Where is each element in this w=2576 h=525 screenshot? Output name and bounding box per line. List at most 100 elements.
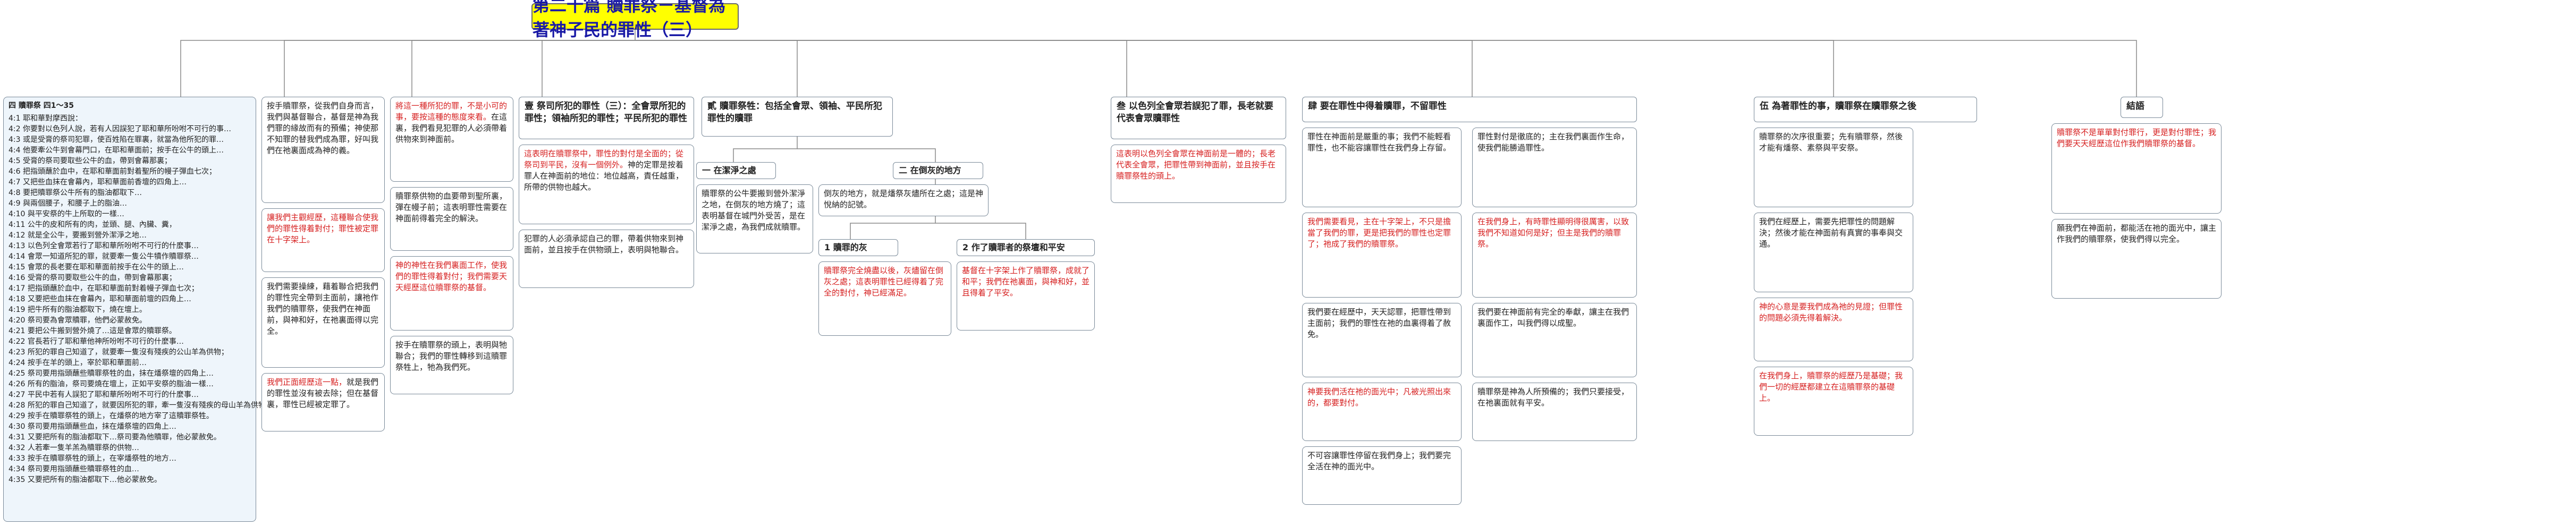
outline-line: 4:13 以色列全會眾若行了耶和華所吩咐不可行的什麼事… (9, 242, 199, 250)
link-root-h2 (635, 40, 798, 97)
outline-line: 4:29 按手在贖罪祭牲的頭上，在燔祭的地方宰了這贖罪祭牲。 (9, 412, 214, 420)
outline-line: 4:16 受膏的祭司要取些公牛的血，帶到會幕那裏； (9, 274, 176, 282)
section-4-heading: 肆 要在罪性中得着贖罪，不留罪性 (1302, 97, 1637, 122)
section-6-text-a: 贖罪祭不是單單對付罪行，更是對付罪性；我們要天天經歷這位作我們贖罪祭的基督。 (2057, 128, 2217, 148)
section-4-a-node-e: 不可容讓罪性停留在我們身上；我們要完全活在神的面光中。 (1302, 446, 1462, 505)
section-2-k2-node: 基督在十字架上作了贖罪祭，成就了和平；我們在祂裏面，與神和好，並且得着了平安。 (957, 261, 1095, 331)
outline-line: 4:32 人若牽一隻羊羔為贖罪祭的供物… (9, 444, 139, 452)
outline-line: 4:14 會眾一知道所犯的罪，就要牽一隻公牛犢作贖罪祭… (9, 252, 199, 261)
section-4-a-node-b: 我們需要看見，主在十字架上，不只是擔當了我們的罪，更是把我們的罪性也定罪了；祂成… (1302, 213, 1462, 298)
section-4-b-node-b: 在我們身上，有時罪性顯明得很厲害，以致我們不知道如何是好；但主是我們的贖罪祭。 (1472, 213, 1637, 298)
col2-text-d: 按手在贖罪祭的頭上，表明與牠聯合；我們的罪性轉移到這贖罪祭牲上，牠為我們死。 (395, 340, 508, 372)
section-2-sub2-text: 倒灰的地方，就是燔祭灰燼所在之處；這是神悅納的記號。 (824, 189, 984, 209)
link-h2-sub2 (797, 148, 936, 162)
outline-line: 4:15 會眾的長老要在耶和華面前按手在公牛的頭上… (9, 263, 184, 272)
link-root-col2 (411, 40, 635, 97)
outline-line: 4:20 祭司要為會眾贖罪，他們必蒙赦免。 (9, 316, 147, 325)
outline-line: 4:5 受膏的祭司要取些公牛的血，帶到會幕那裏； (9, 157, 172, 165)
outline-line: 4:9 與兩個腰子，和腰子上的脂油… (9, 199, 127, 208)
outline-line: 4:12 就是全公牛，要搬到營外潔淨之地… (9, 231, 147, 240)
section-4-a-text-c: 我們要在經歷中，天天認罪，把罪性帶到主面前；我們的罪性在祂的血裏得着了赦免。 (1307, 307, 1451, 339)
section-1-text-a: 神的定罪是按着罪人在神面前的地位：地位越高，責任越重，所帶的供物也越大。 (524, 160, 684, 192)
outline-line: 4:6 把指頭蘸於血中，在耶和華面前對着聖所的幔子彈血七次； (9, 167, 216, 176)
section-5-text-b: 我們在經歷上，需要先把罪性的問題解決；然後才能在神面前有真實的事奉與交通。 (1759, 217, 1903, 249)
section-2-k2-text: 基督在十字架上作了贖罪祭，成就了和平；我們在祂裏面，與神和好，並且得着了平安。 (962, 266, 1090, 298)
col1-node-a: 按手贖罪祭，從我們自身而言，我們與基督聯合，基督是神為我們罪的緣故而有的預備；神… (261, 97, 385, 203)
outline-line: 4:2 你要對以色列人說，若有人因誤犯了耶和華所吩咐不可行的事… (9, 125, 231, 133)
section-5-heading: 伍 為著罪性的事，贖罪祭在贖罪祭之後 (1754, 97, 1977, 122)
outline-line: 4:30 祭司要用指頭蘸些血，抹在燔祭壇的四角上… (9, 422, 176, 431)
col1-node-b: 讓我們主觀經歷，這種聯合使我們的罪性得着對付；罪性被定罪在十字架上。 (261, 208, 385, 272)
section-4-b-node-d: 贖罪祭是神為人所預備的；我們只要接受，在祂裏面就有平安。 (1472, 383, 1637, 441)
section-4-a-node-a: 罪性在神面前是嚴重的事；我們不能輕看罪性，也不能容讓罪性在我們身上存留。 (1302, 128, 1462, 207)
outline-line: 4:21 要把公牛搬到營外燒了…這是會眾的贖罪祭。 (9, 327, 176, 335)
section-1-node-a: 這表明在贖罪祭中，罪性的對付是全面的；從祭司到平民，沒有一個例外。神的定罪是按着… (519, 145, 694, 224)
section-1-heading: 壹 祭司所犯的罪性（三）：全會眾所犯的罪性；領袖所犯的罪性；平民所犯的罪性 (519, 97, 694, 139)
outline-heading: 四 贖罪祭 四1～35 (9, 101, 74, 110)
outline-line: 4:17 把指頭蘸於血中，在耶和華面前對着幔子彈血七次； (9, 284, 199, 293)
section-4-a-text-a: 罪性在神面前是嚴重的事；我們不能輕看罪性，也不能容讓罪性在我們身上存留。 (1307, 132, 1451, 153)
section-2-sub2-node: 倒灰的地方，就是燔祭灰燼所在之處；這是神悅納的記號。 (818, 184, 989, 216)
col1-text-b: 讓我們主觀經歷，這種聯合使我們的罪性得着對付；罪性被定罪在十字架上。 (267, 213, 379, 244)
outline-line: 4:28 所犯的罪自己知道了，就要因所犯的罪，牽一隻沒有殘疾的母山羊為供物； (9, 401, 273, 410)
link-root-h4 (635, 40, 1473, 97)
section-2-heading: 貳 贖罪祭牲：包括全會眾、領袖、平民所犯罪性的贖罪 (702, 97, 893, 137)
col1-node-d: 我們正面經歷這一點，就是我們的罪性並沒有被去除；但在基督裏，罪性已經被定罪了。 (261, 373, 385, 431)
section-1-node-b: 犯罪的人必須承認自己的罪，帶着供物來到神面前，並且按手在供物頭上，表明與牠聯合。 (519, 230, 694, 288)
outline-line: 4:33 按手在贖罪祭牲的頭上，在宰燔祭牲的地方… (9, 454, 176, 463)
section-4-b-node-c: 我們要在神面前有完全的奉獻，讓主在我們裏面作工，叫我們得以成聖。 (1472, 303, 1637, 377)
section-5-text-c: 神的心意是要我們成為祂的見證；但罪性的問題必須先得着解決。 (1759, 302, 1903, 323)
col1-text-c: 我們需要操練，藉着聯合把我們的罪性完全帶到主面前，讓祂作我們的贖罪祭，使我們在神… (267, 282, 379, 336)
section-1-text-b: 犯罪的人必須承認自己的罪，帶着供物來到神面前，並且按手在供物頭上，表明與牠聯合。 (524, 234, 684, 255)
outline-line: 4:19 把牛所有的脂油都取下，燒在壇上。 (9, 306, 147, 314)
section-2-k1-text: 贖罪祭完全燒盡以後，灰燼留在倒灰之處；這表明罪性已經得着了完全的對付，神已經滿足… (824, 266, 944, 298)
section-2-sub2: 二 在倒灰的地方 (893, 162, 983, 179)
section-4-a-node-c: 我們要在經歷中，天天認罪，把罪性帶到主面前；我們的罪性在祂的血裏得着了赦免。 (1302, 303, 1462, 377)
section-5-node-a: 贖罪祭的次序很重要；先有贖罪祭，然後才能有燔祭、素祭與平安祭。 (1754, 128, 1913, 207)
link-sub2-k2 (935, 223, 1026, 239)
section-5-text-d: 在我們身上，贖罪祭的經歷乃是基礎；我們一切的經歷都建立在這贖罪祭的基礎上。 (1759, 371, 1903, 403)
section-4-a-text-d: 神要我們活在祂的面光中；凡被光照出來的，都要對付。 (1307, 387, 1451, 408)
col2-node-b: 贖罪祭供物的血要帶到聖所裏，彈在幔子前；這表明罪性需要在神面前得着完全的解決。 (390, 187, 513, 251)
section-1-text-a-red: 這表明在贖罪祭中，罪性的對付是全面的；從祭司到平民，沒有一個例外。 (524, 149, 684, 170)
section-2-k1: 1 贖罪的灰 (818, 239, 898, 256)
section-6-heading: 結語 (2121, 97, 2163, 118)
section-5-node-d: 在我們身上，贖罪祭的經歷乃是基礎；我們一切的經歷都建立在這贖罪祭的基礎上。 (1754, 367, 1913, 436)
section-4-b-text-d: 贖罪祭是神為人所預備的；我們只要接受，在祂裏面就有平安。 (1477, 387, 1629, 408)
outline-line: 4:26 所有的脂油，祭司要燒在壇上，正如平安祭的脂油一樣… (9, 380, 214, 388)
section-4-a-text-e: 不可容讓罪性停留在我們身上；我們要完全活在神的面光中。 (1307, 451, 1451, 471)
outline-line: 4:23 所犯的罪自己知道了，就要牽一隻沒有殘疾的公山羊為供物； (9, 348, 229, 357)
section-4-a-node-d: 神要我們活在祂的面光中；凡被光照出來的，都要對付。 (1302, 383, 1462, 441)
section-2-sub1-node: 贖罪祭的公牛要搬到營外潔淨之地，在倒灰的地方燒了；這表明基督在城門外受苦，是在潔… (696, 184, 813, 253)
outline-line: 4:7 又把些血抹在會幕內，耶和華面前香壇的四角上… (9, 178, 187, 187)
section-5-node-c: 神的心意是要我們成為祂的見證；但罪性的問題必須先得着解決。 (1754, 298, 1913, 361)
outline-line: 4:11 公牛的皮和所有的肉，並頭、腿、內臟、糞， (9, 221, 176, 229)
section-4-b-node-a: 罪性對付是徹底的；主在我們裏面作生命，使我們能勝過罪性。 (1472, 128, 1637, 207)
link-root-col1 (284, 40, 635, 97)
outline-line: 4:31 又要把所有的脂油都取下…祭司要為他贖罪，他必蒙赦免。 (9, 433, 221, 442)
section-5-node-b: 我們在經歷上，需要先把罪性的問題解決；然後才能在神面前有真實的事奉與交通。 (1754, 213, 1913, 292)
section-4-b-text-c: 我們要在神面前有完全的奉獻，讓主在我們裏面作工，叫我們得以成聖。 (1477, 307, 1629, 328)
outline-line: 4:3 或是受膏的祭司犯罪，使百姓陷在罪裏，就當為他所犯的罪… (9, 136, 224, 144)
col1-node-c: 我們需要操練，藉着聯合把我們的罪性完全帶到主面前，讓祂作我們的贖罪祭，使我們在神… (261, 277, 385, 368)
section-2-k2: 2 作了贖罪者的祭壇和平安 (957, 239, 1095, 256)
col1-text-a: 按手贖罪祭，從我們自身而言，我們與基督聯合，基督是神為我們罪的緣故而有的預備；神… (267, 101, 379, 155)
outline-line: 4:10 與平安祭的牛上所取的一樣… (9, 210, 124, 218)
outline-line: 4:35 又要把所有的脂油都取下…他必蒙赦免。 (9, 476, 162, 484)
section-5-text-a: 贖罪祭的次序很重要；先有贖罪祭，然後才能有燔祭、素祭與平安祭。 (1759, 132, 1903, 153)
section-6-node-b: 願我們在神面前，都能活在祂的面光中，讓主作我們的贖罪祭，使我們得以完全。 (2051, 219, 2222, 299)
link-h2-sub1 (733, 137, 798, 162)
col2-node-d: 按手在贖罪祭的頭上，表明與牠聯合；我們的罪性轉移到這贖罪祭牲上，牠為我們死。 (390, 336, 513, 394)
section-2-sub1: 一 在潔淨之處 (696, 162, 776, 179)
outline-line: 4:24 按手在羊的頭上，宰於耶和華面前… (9, 359, 147, 367)
section-3-text: 這表明以色列全會眾在神面前是一體的；長老代表全會眾，把罪性帶到神面前，並且按手在… (1116, 149, 1276, 181)
section-3-heading: 叁 以色列全會眾若誤犯了罪，長老就要代表會眾贖罪性 (1111, 97, 1286, 139)
section-2-sub1-text: 贖罪祭的公牛要搬到營外潔淨之地，在倒灰的地方燒了；這表明基督在城門外受苦，是在潔… (702, 189, 806, 232)
link-root-h1 (542, 40, 635, 97)
outline-line: 4:34 祭司要用指頭蘸些贖罪祭牲的血… (9, 465, 139, 473)
section-6-node-a: 贖罪祭不是單單對付罪行，更是對付罪性；我們要天天經歷這位作我們贖罪祭的基督。 (2051, 123, 2222, 214)
col2-text-c: 神的神性在我們裏面工作，使我們的罪性得着對付；我們需要天天經歷這位贖罪祭的基督。 (395, 260, 508, 292)
col2-text-b: 贖罪祭供物的血要帶到聖所裏，彈在幔子前；這表明罪性需要在神面前得着完全的解決。 (395, 191, 508, 223)
col2-text-a: 在這裏，我們看見犯罪的人必須帶着供物來到神面前。 (395, 112, 508, 144)
outline-line: 4:8 要把贖罪祭公牛所有的脂油都取下… (9, 189, 142, 197)
